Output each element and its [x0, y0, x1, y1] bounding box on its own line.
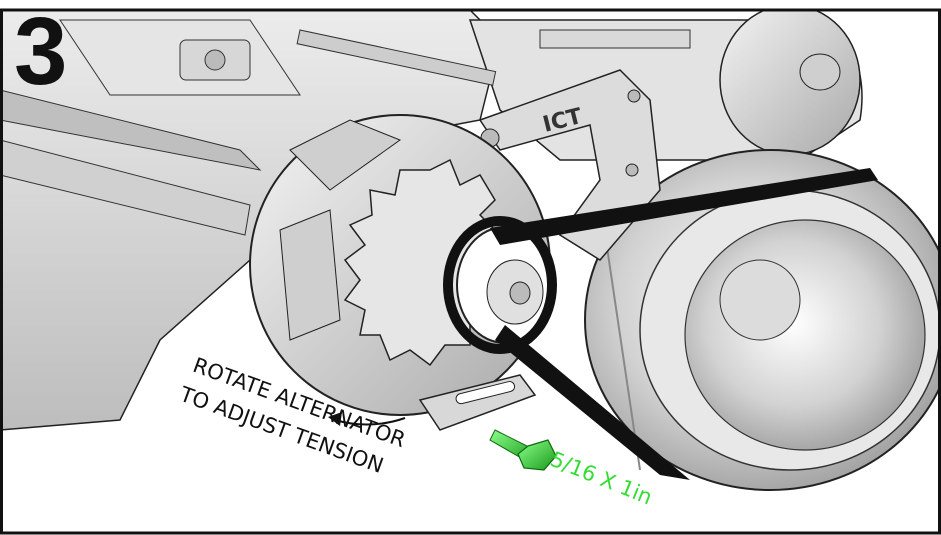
bolt-icon: [489, 429, 557, 471]
engine-block: [0, 9, 501, 431]
alternator: [249, 114, 554, 416]
rotate-arrowhead: [328, 412, 342, 426]
rotate-arrow: [334, 417, 406, 426]
adjuster-slot: [418, 374, 537, 431]
drive-belt: [443, 168, 878, 480]
crank-pulley: [584, 149, 941, 491]
step-number: 3: [14, 0, 67, 105]
